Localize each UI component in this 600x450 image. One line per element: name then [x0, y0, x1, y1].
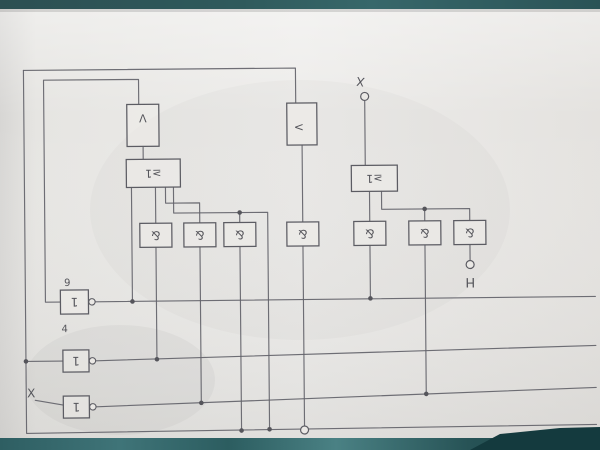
gate-and-3: &: [223, 221, 257, 248]
gate-label: &: [298, 227, 307, 241]
gate-label: &: [235, 227, 244, 241]
junction-dot: [199, 400, 204, 406]
gate-label: &: [365, 226, 374, 240]
gate-box: [286, 221, 320, 247]
gate-or-left: ≥1: [125, 158, 182, 189]
gate-or-right: ≥1: [350, 164, 399, 193]
terminal-x-top: X: [356, 74, 370, 102]
terminal-label: H: [465, 274, 475, 289]
desk-bottom-strip: [0, 435, 600, 450]
wire-and4-to-terminal: [302, 245, 306, 427]
wire-timer-right-to-and4: [301, 144, 304, 223]
gate-label: &: [465, 225, 474, 239]
schematic: Λ < ≥1 ≥1 & & & &: [22, 67, 598, 435]
gate-box: [408, 220, 442, 246]
wire-left-rail-and-bottom-bus: [22, 69, 598, 434]
inversion-bubble: [88, 357, 97, 365]
gate-box: [453, 219, 487, 246]
junction-dot: [368, 296, 373, 301]
junction-dot: [267, 426, 272, 432]
wire-x-input-to-or-right: [364, 99, 366, 167]
terminal-h-output: H: [465, 259, 475, 289]
gate-box: [125, 158, 182, 189]
junction-dot: [239, 428, 244, 433]
terminal-circle: [465, 259, 475, 270]
wire-not3-input: [34, 399, 64, 406]
gate-not-2: 1: [62, 349, 97, 373]
terminal-label: X: [356, 74, 366, 89]
gate-not-3: 1: [62, 395, 97, 419]
gate-label: 1: [72, 354, 80, 368]
gate-timer-right: <: [286, 102, 318, 146]
junction-dot: [130, 299, 135, 304]
gate-and-6: &: [408, 220, 442, 246]
paper-top-shadow: [0, 9, 600, 12]
gate-label: &: [420, 226, 429, 240]
junction-dot: [237, 210, 242, 215]
wire-busA: [94, 295, 596, 303]
gate-label: 1: [72, 400, 80, 414]
wire-busB: [95, 344, 597, 362]
terminal-circle: [360, 91, 370, 102]
wire-and3-to-busD: [239, 245, 243, 432]
gate-and-5: &: [353, 220, 387, 247]
junction-dot: [422, 206, 427, 212]
junction-dots: [23, 206, 429, 433]
gate-and-1: &: [139, 222, 173, 249]
terminal-x-left: X: [27, 386, 35, 400]
gate-label: 1: [71, 295, 79, 309]
inversion-bubble: [89, 403, 97, 411]
inversion-bubble: [88, 298, 96, 306]
wire-or-to-and3-branch: [172, 186, 271, 431]
wires: [22, 67, 598, 434]
gate-box: [353, 220, 387, 247]
desk-top-strip: [0, 0, 600, 10]
terminal-circle-bottom: [299, 425, 310, 435]
gate-not-1: 1: [59, 289, 96, 315]
gate-box: [350, 164, 399, 193]
gate-box: [126, 103, 160, 148]
junction-dot: [423, 391, 429, 397]
gate-label: &: [151, 228, 160, 242]
gate-label: <: [294, 120, 304, 134]
wire-rail2-to-timer-and-not1: [42, 78, 140, 303]
desk-corner-bottom-right: [470, 427, 600, 450]
annotation-note: 4: [61, 324, 67, 335]
wire-and6-to-busC: [424, 244, 427, 395]
wire-and2-to-busC: [199, 246, 202, 404]
wire-busC: [95, 386, 597, 408]
gate-box: [183, 222, 217, 248]
gate-label: Λ: [139, 112, 147, 125]
gate-label: &: [195, 228, 204, 242]
gate-and-7: &: [453, 219, 487, 246]
gate-box: [286, 102, 318, 146]
wire-feedback-left: [130, 186, 134, 303]
terminal-label: X: [27, 386, 35, 400]
gate-label: ≥1: [145, 167, 161, 180]
gate-box: [223, 221, 257, 248]
gate-and-4: &: [286, 221, 320, 247]
junction-dot: [154, 356, 160, 362]
wire-top-rail: [22, 67, 297, 104]
gate-timer-left: Λ: [126, 103, 160, 148]
gate-label: ≥1: [366, 172, 382, 185]
gate-and-2: &: [183, 222, 217, 248]
annotation-note: 9: [64, 278, 70, 289]
wire-and1-to-busB: [155, 246, 158, 360]
junction-dot: [23, 359, 29, 364]
paper-smudge: [25, 325, 215, 435]
gate-box: [139, 222, 173, 249]
